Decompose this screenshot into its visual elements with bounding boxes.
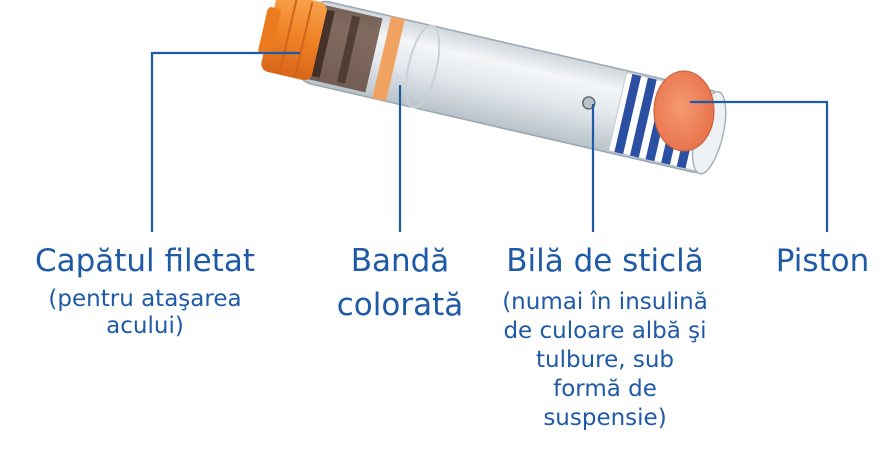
label-glass-ball-title: Bilă de sticlă: [506, 243, 704, 279]
colored-band: [372, 16, 405, 102]
label-glass-ball-note-4: formă de: [553, 376, 657, 402]
label-glass-ball-note-2: de culoare albă şi: [503, 318, 707, 344]
label-threaded-end-title: Capătul filetat: [34, 243, 256, 279]
leader-threaded-end: [150, 51, 300, 232]
label-glass-ball-note-1: (numai în insulină: [502, 289, 708, 315]
leader-lines: [150, 51, 829, 232]
label-threaded-end-note-2: acului): [106, 313, 184, 339]
label-glass-ball-note-3: tulbure, sub: [535, 347, 675, 373]
piston: [653, 70, 715, 152]
label-colored-band-line-1: Bandă: [350, 243, 450, 279]
label-colored-band-line-2: colorată: [336, 287, 464, 323]
label-glass-ball-note-5: suspensie): [543, 405, 667, 431]
leader-piston: [690, 100, 829, 232]
label-piston-title: Piston: [775, 243, 870, 279]
label-threaded-end-note-1: (pentru ataşarea: [48, 286, 242, 312]
glass-ball: [582, 96, 596, 110]
